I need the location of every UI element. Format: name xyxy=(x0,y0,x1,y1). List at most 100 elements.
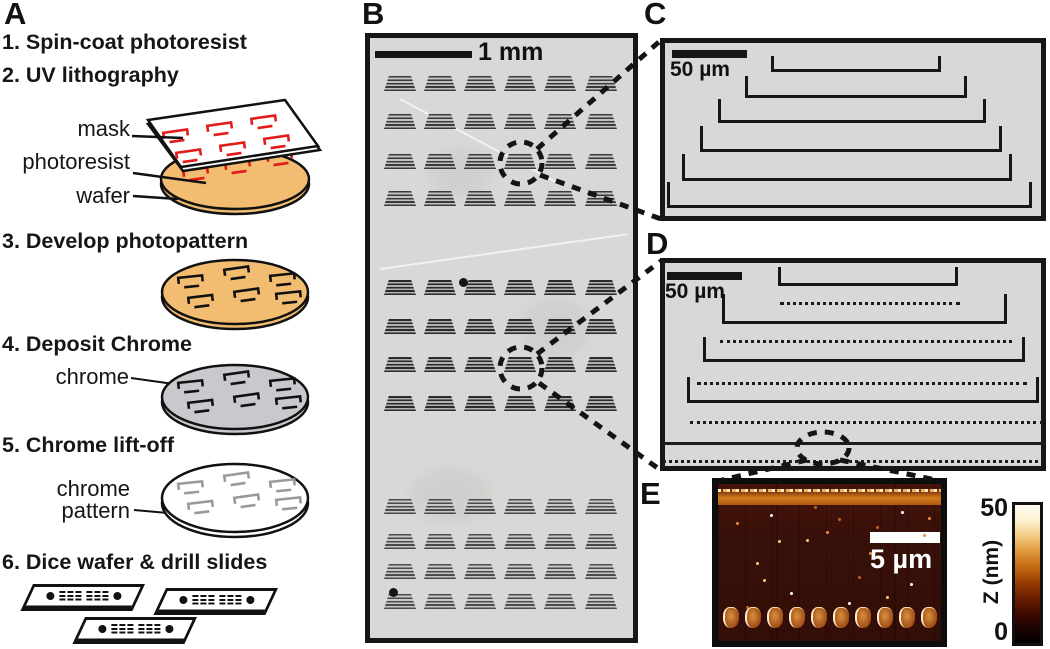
micropattern-mesa xyxy=(424,396,456,411)
micropattern-mesa xyxy=(424,319,456,334)
u-bracket-pattern xyxy=(687,377,1039,403)
micropattern-mesa xyxy=(585,534,617,549)
dotted-line-pattern xyxy=(780,302,960,305)
micropattern-mesa xyxy=(544,396,576,411)
u-bracket-pattern xyxy=(778,267,958,286)
micropattern-mesa xyxy=(544,154,576,169)
micropattern-mesa xyxy=(544,76,576,91)
scalebar-1mm xyxy=(375,51,472,58)
micropattern-mesa xyxy=(464,191,496,206)
micropattern-mesa xyxy=(384,154,416,169)
afm-image-content: 5 µm xyxy=(718,484,941,641)
micropattern-mesa xyxy=(424,499,456,514)
micropattern-mesa xyxy=(424,280,456,295)
u-bracket-pattern xyxy=(703,337,1025,362)
u-bracket-pattern xyxy=(667,182,1032,208)
panel-c-micrograph xyxy=(660,38,1046,221)
chrome-pattern-wafer-diagram xyxy=(160,462,310,539)
afm-speck xyxy=(826,531,829,534)
micropattern-mesa xyxy=(504,396,536,411)
scalebar-50um-d-label: 50 µm xyxy=(665,280,725,303)
micropattern-mesa xyxy=(544,280,576,295)
micropattern-mesa xyxy=(424,564,456,579)
micropattern-mesa xyxy=(384,594,416,609)
micropattern-mesa xyxy=(585,594,617,609)
micropattern-mesa xyxy=(384,396,416,411)
step-6-dice: 6. Dice wafer & drill slides xyxy=(2,550,268,574)
micropattern-mesa xyxy=(544,594,576,609)
afm-speck xyxy=(923,534,926,537)
micropattern-mesa xyxy=(504,76,536,91)
u-bracket-pattern xyxy=(722,294,1007,324)
defect-dot xyxy=(388,587,398,597)
micropattern-mesa xyxy=(384,319,416,334)
afm-speck xyxy=(858,576,861,579)
afm-pattern-dot xyxy=(921,607,937,628)
micropattern-mesa xyxy=(504,319,536,334)
micropattern-mesa xyxy=(504,280,536,295)
uv-lithography-diagram xyxy=(131,98,323,216)
scalebar-5um-label: 5 µm xyxy=(870,544,933,574)
pattern-cluster xyxy=(59,590,82,601)
micropattern-mesa xyxy=(585,357,617,372)
colorbar-axis-label: Z (nm) xyxy=(980,539,1003,605)
afm-speck xyxy=(736,522,739,525)
micropattern-mesa xyxy=(384,191,416,206)
panel-e-label: E xyxy=(640,476,661,511)
dotted-line-pattern xyxy=(690,421,1043,424)
afm-speck xyxy=(876,526,879,529)
z-colorbar xyxy=(1012,502,1043,646)
micropattern-mesa xyxy=(464,396,496,411)
micropattern-mesa xyxy=(544,114,576,129)
micropattern-mesa xyxy=(464,154,496,169)
developed-wafer-diagram xyxy=(160,258,310,331)
afm-speck xyxy=(756,562,759,565)
drill-hole xyxy=(46,591,55,600)
afm-speck xyxy=(928,517,931,520)
micropattern-mesa xyxy=(504,499,536,514)
micropattern-mesa xyxy=(424,534,456,549)
micropattern-mesa xyxy=(504,534,536,549)
micropattern-mesa xyxy=(544,499,576,514)
micropattern-mesa xyxy=(384,499,416,514)
afm-speck xyxy=(886,596,889,599)
defect-dot xyxy=(458,277,468,287)
micropattern-mesa xyxy=(544,319,576,334)
photoresist-callout-line xyxy=(132,171,207,185)
pattern-cluster xyxy=(138,623,161,634)
micropattern-mesa xyxy=(464,280,496,295)
micropattern-mesa xyxy=(384,114,416,129)
micropattern-mesa xyxy=(585,191,617,206)
callout-mask: mask xyxy=(77,116,130,141)
afm-speck xyxy=(838,518,841,521)
micropattern-mesa xyxy=(464,594,496,609)
micropattern-mesa xyxy=(384,76,416,91)
scalebar-50um-c-label: 50 µm xyxy=(670,58,730,81)
micropattern-mesa xyxy=(464,534,496,549)
micropattern-mesa xyxy=(504,357,536,372)
drill-hole xyxy=(165,624,174,633)
afm-speck xyxy=(910,583,913,586)
callout-photoresist: photoresist xyxy=(22,149,130,174)
pattern-cluster xyxy=(111,623,134,634)
step-3-develop: 3. Develop photopattern xyxy=(2,229,249,253)
scalebar-1mm-label: 1 mm xyxy=(478,38,544,66)
afm-speck xyxy=(848,602,851,605)
micropattern-mesa xyxy=(504,114,536,129)
afm-top-stripe xyxy=(718,492,941,505)
panel-c-label: C xyxy=(644,0,667,31)
scalebar-50um-d xyxy=(667,272,742,280)
micropattern-mesa xyxy=(544,534,576,549)
scalebar-50um-c xyxy=(672,50,747,58)
micropattern-mesa xyxy=(384,280,416,295)
diced-slide-1 xyxy=(20,584,146,611)
solid-line-pattern xyxy=(662,442,1046,445)
afm-speck xyxy=(814,506,817,509)
micropattern-mesa xyxy=(585,319,617,334)
micropattern-mesa xyxy=(464,499,496,514)
micropattern-mesa xyxy=(544,191,576,206)
u-bracket-pattern xyxy=(745,76,967,98)
u-bracket-pattern xyxy=(682,154,1012,181)
mask-callout-line xyxy=(131,134,184,140)
